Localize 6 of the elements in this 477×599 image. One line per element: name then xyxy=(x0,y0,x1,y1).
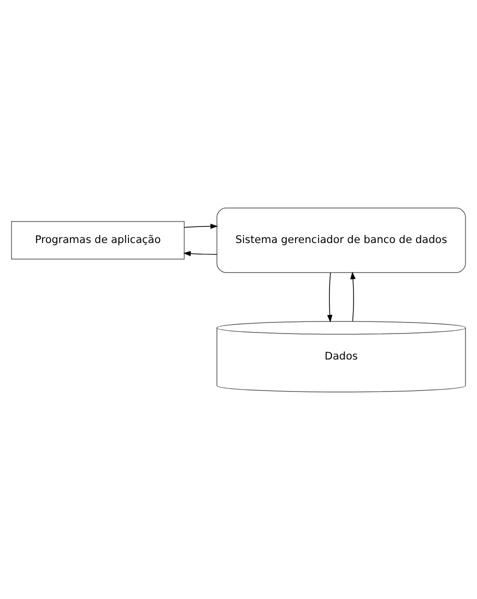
arrow xyxy=(184,223,218,228)
node-box: Sistema gerenciador de banco de dados xyxy=(216,207,466,272)
arrow xyxy=(183,250,218,256)
arrow xyxy=(327,272,332,322)
arrow xyxy=(350,271,356,322)
node-box: Programas de aplicação xyxy=(11,220,185,259)
